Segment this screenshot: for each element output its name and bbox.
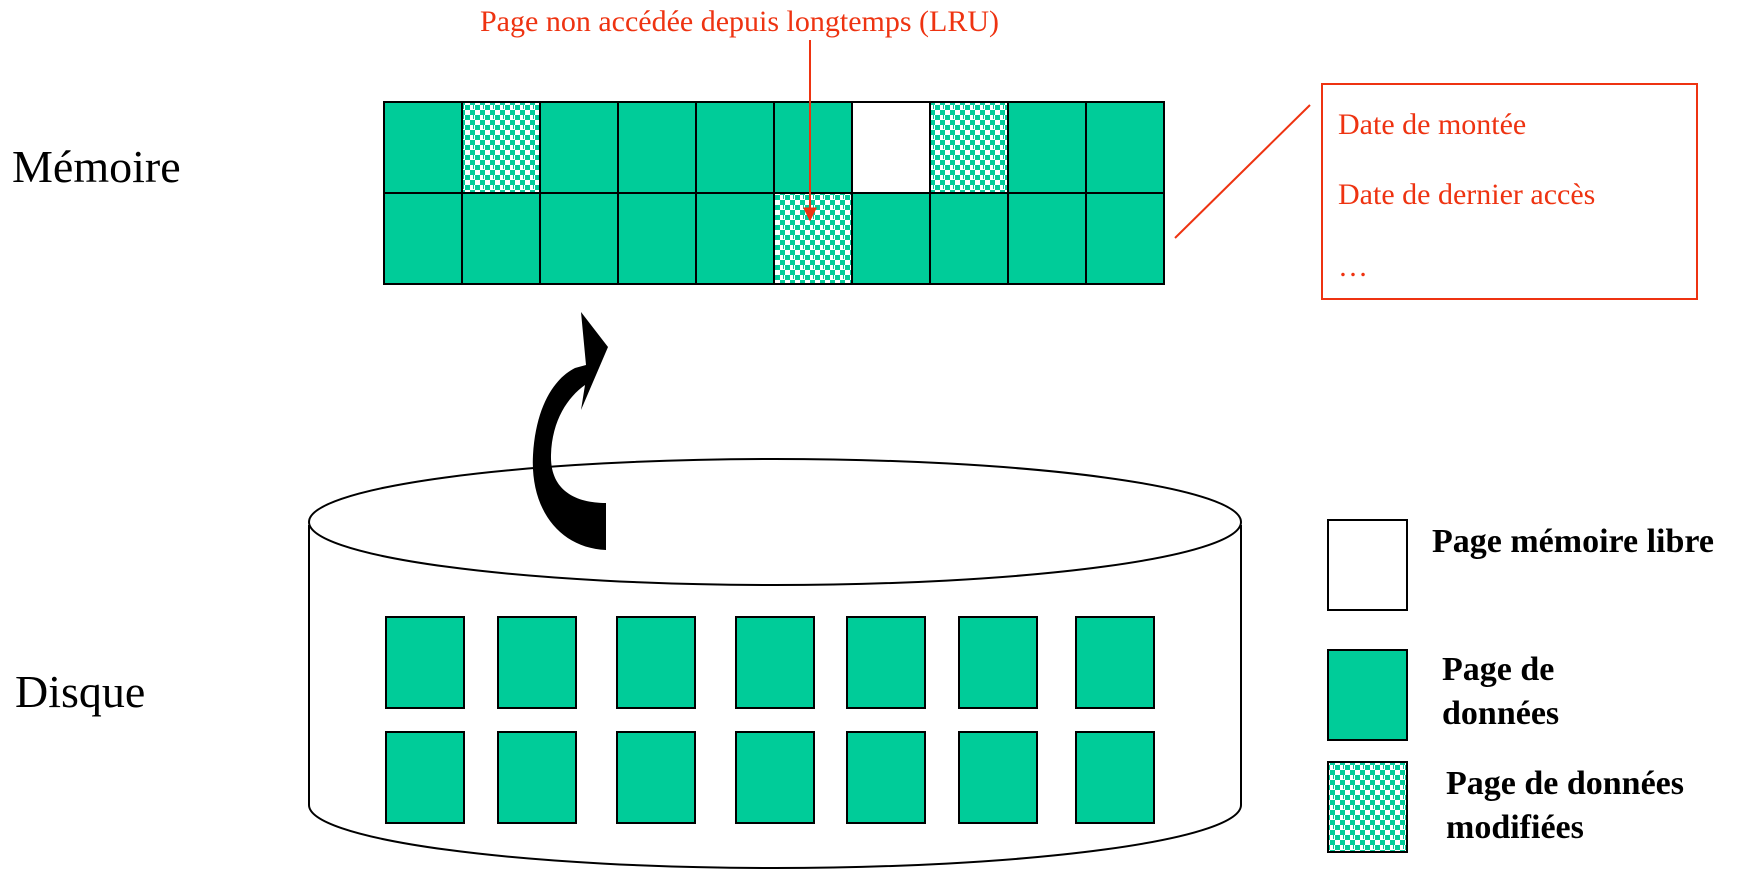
lru-label: Page non accédée depuis longtemps (LRU) [480,5,1000,38]
disk-page-data [735,616,815,709]
memory-page-data [695,101,775,194]
disk-page-data [385,616,465,709]
memory-page-data [383,101,463,194]
memory-page-data [851,192,931,285]
disk-cylinder-top [308,458,1242,586]
memory-page-data [773,101,853,194]
disk-label: Disque [15,666,146,717]
disk-page-data [1075,731,1155,824]
legend-data-page-label: Page de données [1442,651,1560,732]
disk-page-data [1075,616,1155,709]
memory-page-modified [929,101,1009,194]
legend-free-swatch [1327,519,1408,611]
disk-page-data [958,616,1038,709]
disk-page-data [385,731,465,824]
memory-page-data [929,192,1009,285]
memory-page-grid [383,101,1165,285]
page-metadata-box [1321,83,1698,300]
memory-page-data [461,192,541,285]
legend-data-swatch [1327,649,1408,741]
disk-page-data [958,731,1038,824]
legend-modified-page-label: Page de données modifiées [1446,765,1684,846]
metadata-line-upload-date: Date de montée [1338,108,1527,141]
memory-label: Mémoire [12,141,181,192]
disk-page-data [497,731,577,824]
disk-page-grid [385,616,1155,824]
memory-page-data [1085,101,1165,194]
memory-page-data [383,192,463,285]
memory-page-data [617,101,697,194]
disk-page-data [846,616,926,709]
memory-page-data [1007,192,1087,285]
legend-modified-swatch [1327,761,1408,853]
memory-page-data [1007,101,1087,194]
metadata-line-last-access: Date de dernier accès [1338,178,1596,211]
metadata-connector-line [1174,104,1311,239]
metadata-line-ellipsis: … [1338,250,1368,283]
disk-page-data [735,731,815,824]
memory-page-free [851,101,931,194]
disk-page-data [616,731,696,824]
disk-page-data [616,616,696,709]
disk-page-data [497,616,577,709]
load-arrow-icon [532,312,608,550]
disk-page-data [846,731,926,824]
memory-page-data [695,192,775,285]
memory-page-data [539,101,619,194]
legend-free-page-label: Page mémoire libre [1432,523,1714,560]
memory-page-data [539,192,619,285]
memory-page-modified [773,192,853,285]
memory-page-modified [461,101,541,194]
memory-page-data [617,192,697,285]
memory-page-data [1085,192,1165,285]
